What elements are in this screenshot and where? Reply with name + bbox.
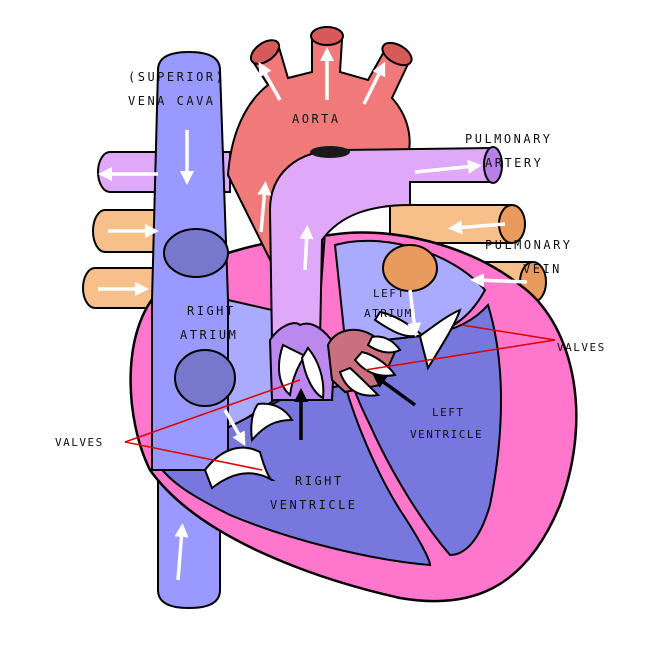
valve-flaps <box>203 308 462 490</box>
blood-flow-arrows <box>98 47 528 581</box>
superior-vena-cava-label-line1: (SUPERIOR) <box>128 70 226 84</box>
pulmonary-vein-label-line1: PULMONARY <box>485 238 573 252</box>
right-atrium-label-line1: RIGHT <box>187 304 236 318</box>
superior-vena-cava-label-line2: VENA CAVA <box>128 94 216 108</box>
right-ventricle-label-line2: VENTRICLE <box>270 498 358 512</box>
pulmonary-artery-label-line1: PULMONARY <box>465 132 553 146</box>
pulmonary-artery <box>268 146 493 343</box>
valves-label-right: VALVES <box>557 341 606 354</box>
left-atrium-label-line2: ATRIUM <box>364 307 413 320</box>
valves-label-left: VALVES <box>55 436 104 449</box>
pulmonary-vein-opening <box>382 244 438 292</box>
aorta-label: AORTA <box>292 112 341 126</box>
valve-pointer-lines <box>124 324 556 471</box>
right-ventricle-label-line1: RIGHT <box>295 474 344 488</box>
vena-cava-opening <box>163 228 229 278</box>
left-ventricle-label-line2: VENTRICLE <box>410 428 484 441</box>
pulmonary-vein-label-line2: VEIN <box>523 262 562 276</box>
left-atrium-label-line1: LEFT <box>373 287 406 300</box>
black-flow-arrows <box>294 373 417 440</box>
coronary-sinus-opening <box>174 349 236 407</box>
pulmonary-artery-label-line2: ARTERY <box>485 156 544 170</box>
left-ventricle-label-line1: LEFT <box>432 406 465 419</box>
right-atrium-label-line2: ATRIUM <box>180 328 239 342</box>
